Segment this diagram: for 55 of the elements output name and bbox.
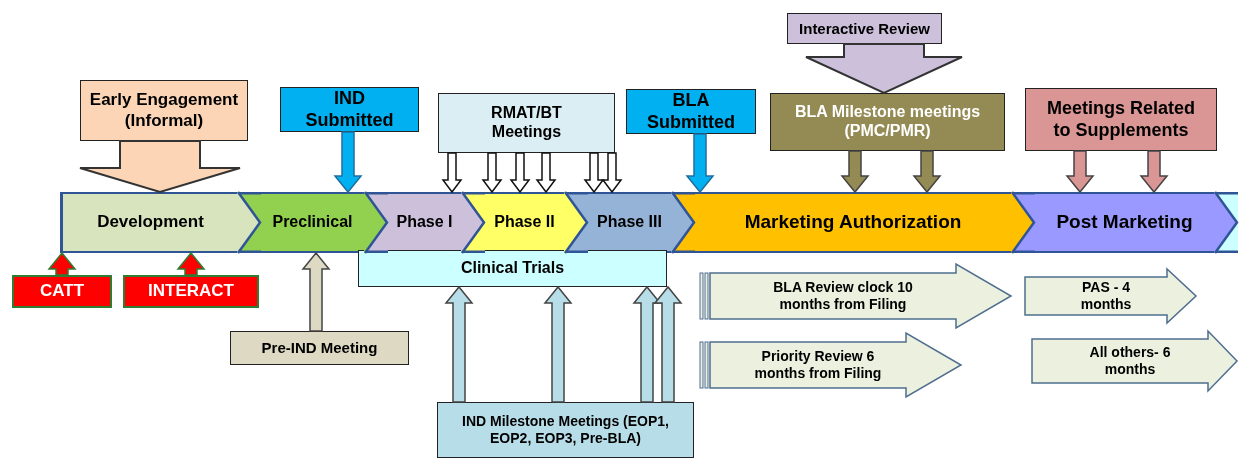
block-arrow [583, 152, 605, 194]
label-box [12, 275, 112, 308]
box-text: IND Submitted [304, 88, 395, 131]
box-text: PAS - 4 months [1079, 279, 1133, 313]
box-text: Priority Review 6 months from Filing [753, 348, 883, 382]
box-text: Clinical Trials [460, 259, 565, 278]
box-text: INTERACT [148, 281, 234, 302]
block-arrow [601, 152, 623, 194]
box-text: Post Marketing [1056, 211, 1193, 234]
block-arrow [441, 152, 463, 194]
label-box [358, 250, 667, 287]
box-text: Phase III [597, 213, 662, 232]
box-text: Preclinical [272, 213, 353, 232]
label-box [123, 275, 259, 308]
block-arrow [653, 285, 683, 403]
block-arrow [176, 251, 206, 276]
label-box [626, 89, 756, 134]
block-arrow [840, 150, 870, 194]
block-arrow [685, 133, 715, 194]
box-text: Pre-IND Meeting [261, 339, 378, 357]
box-text: BLA Submitted [646, 90, 736, 133]
block-arrow [301, 251, 331, 332]
label-box [80, 80, 248, 141]
block-arrow [535, 152, 557, 194]
label-box [437, 402, 694, 458]
block-arrow [481, 152, 503, 194]
block-arrow [1065, 150, 1095, 194]
block-arrow [1139, 150, 1169, 194]
box-text: Phase II [494, 213, 555, 232]
box-text: CATT [39, 281, 85, 302]
box-text: IND Milestone Meetings (EOP1, EOP2, EOP3, Pre-BLA) [461, 413, 670, 447]
box-text: Early Engagement (Informal) [89, 90, 239, 131]
block-arrow [79, 140, 241, 194]
box-text: Interactive Review [799, 19, 930, 38]
box-text: BLA Review clock 10 months from Filing [772, 279, 914, 313]
label-box [1025, 88, 1217, 151]
label-box [280, 87, 419, 132]
label-box [438, 93, 615, 153]
box-text: Development [97, 212, 204, 233]
block-arrow [444, 285, 474, 403]
box-text: All others- 6 months [1088, 344, 1172, 378]
label-box [787, 13, 942, 44]
label-box [770, 93, 1005, 151]
block-arrow [805, 43, 963, 95]
box-text: Marketing Authorization [744, 211, 962, 234]
box-text: RMAT/BT Meetings [490, 104, 563, 142]
box-text: Phase I [396, 213, 453, 232]
block-arrow [509, 152, 531, 194]
box-text: Meetings Related to Supplements [1045, 98, 1196, 141]
block-arrow [912, 150, 942, 194]
label-box [230, 331, 409, 365]
block-arrow [47, 251, 77, 276]
block-arrow [543, 285, 573, 403]
box-text: BLA Milestone meetings (PMC/PMR) [793, 103, 982, 141]
block-arrow [333, 131, 363, 194]
